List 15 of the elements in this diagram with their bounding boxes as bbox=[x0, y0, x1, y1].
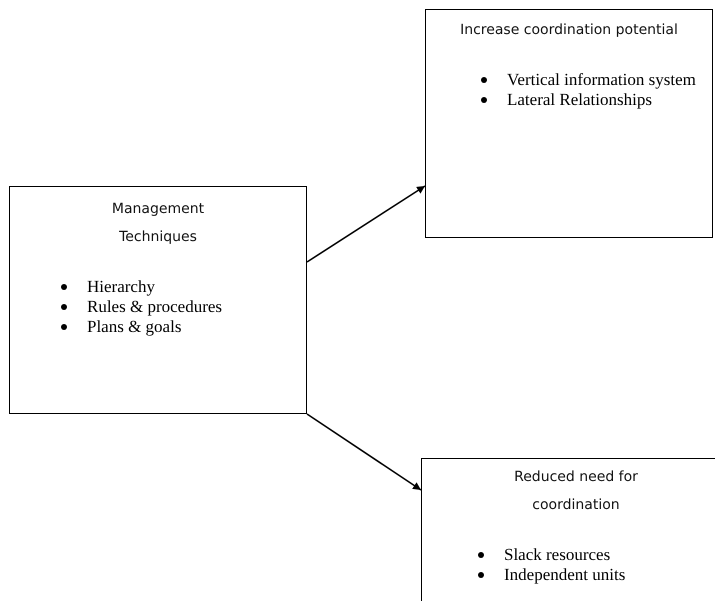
bullet-item: Vertical information system bbox=[426, 70, 712, 90]
box-heading: Management Techniques bbox=[110, 200, 206, 247]
arrow bbox=[306, 185, 426, 263]
bullet-item: Lateral Relationships bbox=[426, 90, 712, 110]
bullet-item: Plans & goals bbox=[10, 317, 306, 337]
bullet-item: Independent units bbox=[422, 565, 715, 585]
bullet-item: Rules & procedures bbox=[10, 297, 306, 317]
box-heading: Increase coordination potential bbox=[459, 21, 679, 40]
process-box bbox=[421, 458, 715, 601]
box-heading: Reduced need for coordination bbox=[513, 468, 639, 515]
process-box bbox=[9, 186, 307, 414]
bullet-item: Hierarchy bbox=[10, 277, 306, 297]
arrow bbox=[306, 413, 422, 491]
bullet-item: Slack resources bbox=[422, 545, 715, 565]
process-box bbox=[425, 9, 713, 238]
